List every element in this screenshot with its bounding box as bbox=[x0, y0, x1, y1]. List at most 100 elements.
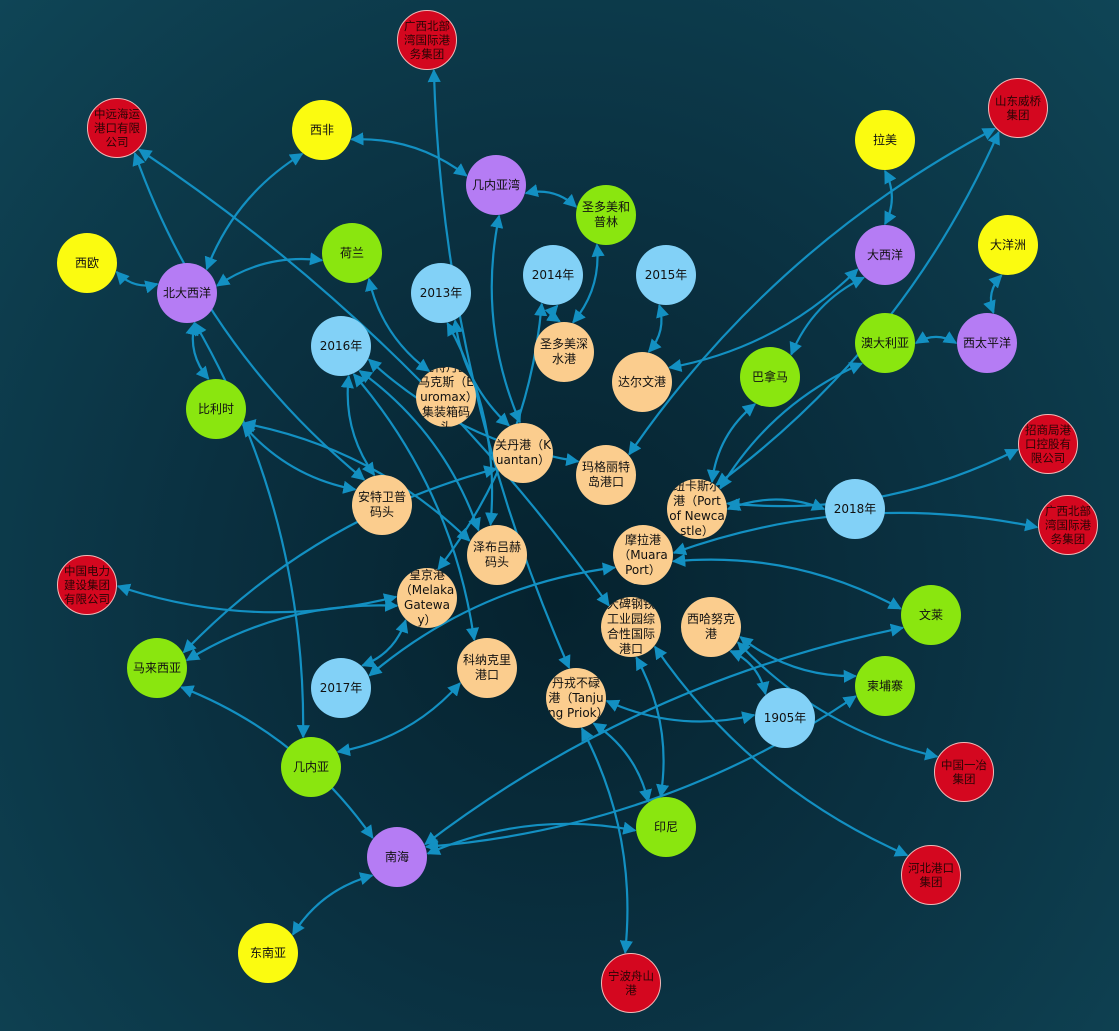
node-label: 柬埔寨 bbox=[866, 678, 903, 693]
node-hjg[interactable]: 皇京港（Melaka Gateway） bbox=[397, 568, 457, 628]
node-label: 马来西亚 bbox=[132, 660, 181, 675]
node-label: 几内亚湾 bbox=[471, 177, 520, 192]
node-dny[interactable]: 东南亚 bbox=[238, 923, 298, 983]
node-hbgk[interactable]: 河北港口集团 bbox=[901, 845, 961, 905]
node-label: 2016年 bbox=[319, 338, 363, 353]
node-dewg[interactable]: 达尔文港 bbox=[612, 352, 672, 412]
node-sdmhpl[interactable]: 圣多美和普林 bbox=[576, 185, 636, 245]
node-mlxy[interactable]: 马来西亚 bbox=[127, 638, 187, 698]
node-label: 2013年 bbox=[419, 285, 463, 300]
node-y2016[interactable]: 2016年 bbox=[311, 316, 371, 376]
edge-xiou-bdxy bbox=[115, 270, 159, 294]
node-label: 南海 bbox=[384, 849, 409, 864]
node-label: 皇京港（Melaka Gateway） bbox=[399, 568, 455, 627]
node-label: 2018年 bbox=[833, 501, 877, 516]
edge-xifei-bdxy bbox=[204, 152, 304, 271]
node-label: 广西北部湾国际港务集团 bbox=[404, 19, 450, 61]
edge-hjg-y2017 bbox=[361, 619, 409, 668]
node-zblh[interactable]: 泽布吕赫码头 bbox=[467, 525, 527, 585]
node-zgyy[interactable]: 中国一冶集团 bbox=[934, 742, 994, 802]
node-mglt[interactable]: 玛格丽特岛港口 bbox=[576, 445, 636, 505]
node-label: 纽卡斯尔港（Port of Newcastle） bbox=[669, 479, 725, 538]
node-label: 关丹港（Kuantan） bbox=[495, 438, 551, 467]
node-label: 东南亚 bbox=[249, 945, 286, 960]
edge-hjg-mlxy bbox=[185, 598, 399, 662]
edge-nksr-sdwl bbox=[715, 130, 1000, 486]
node-helan[interactable]: 荷兰 bbox=[322, 223, 382, 283]
node-sdwl[interactable]: 山东威桥集团 bbox=[988, 78, 1048, 138]
node-bnm[interactable]: 巴拿马 bbox=[740, 347, 800, 407]
node-xtpy[interactable]: 西太平洋 bbox=[957, 313, 1017, 373]
node-xifei[interactable]: 西非 bbox=[292, 100, 352, 160]
node-label: 玛格丽特岛港口 bbox=[581, 460, 630, 489]
node-lamei[interactable]: 拉美 bbox=[855, 110, 915, 170]
node-emax[interactable]: 鹿特丹欧马克斯（Euromax）集装箱码头 bbox=[416, 367, 476, 427]
node-dyz[interactable]: 大洋洲 bbox=[978, 215, 1038, 275]
edge-gdg-mlxy bbox=[182, 465, 498, 654]
edge-nanhai-dny bbox=[291, 872, 374, 936]
edge-layer bbox=[115, 68, 1039, 954]
node-y1905[interactable]: 1905年 bbox=[755, 688, 815, 748]
node-jpz[interactable]: 柬埔寨 bbox=[855, 656, 915, 716]
node-dbgt[interactable]: 大碑钢铁工业园综合性国际港口 bbox=[601, 597, 661, 657]
node-zygkd[interactable]: 中远海运港口有限公司 bbox=[87, 98, 147, 158]
node-label: 摩拉港（Muara Port） bbox=[618, 532, 668, 577]
edge-knkl-jny bbox=[336, 682, 461, 757]
node-xhnk[interactable]: 西哈努克港 bbox=[681, 597, 741, 657]
node-nksr[interactable]: 纽卡斯尔港（Port of Newcastle） bbox=[667, 479, 727, 539]
node-nbzs[interactable]: 宁波舟山港 bbox=[601, 953, 661, 1013]
node-label: 比利时 bbox=[197, 401, 234, 416]
node-atwp[interactable]: 安特卫普码头 bbox=[352, 475, 412, 535]
node-gxbbw2[interactable]: 广西北部湾国际港务集团 bbox=[1038, 495, 1098, 555]
edge-nanhai-wenlai bbox=[424, 623, 905, 846]
edge-jnyw-gdg bbox=[490, 214, 522, 424]
edge-hjg-zgdl bbox=[116, 583, 398, 614]
edge-y2015-dewg bbox=[647, 303, 669, 353]
node-label: 圣多美和普林 bbox=[581, 200, 630, 229]
node-y2017[interactable]: 2017年 bbox=[311, 658, 371, 718]
node-yinni[interactable]: 印尼 bbox=[636, 797, 696, 857]
node-adl[interactable]: 澳大利亚 bbox=[855, 313, 915, 373]
node-blsh[interactable]: 比利时 bbox=[186, 379, 246, 439]
node-jny[interactable]: 几内亚 bbox=[281, 737, 341, 797]
node-label: 几内亚 bbox=[292, 759, 329, 774]
node-nanhai[interactable]: 南海 bbox=[367, 827, 427, 887]
edge-lamei-dxy bbox=[884, 169, 897, 226]
node-mlg[interactable]: 摩拉港（Muara Port） bbox=[613, 525, 673, 585]
edge-bdxy-helan bbox=[216, 252, 324, 287]
node-label: 西哈努克港 bbox=[686, 612, 735, 641]
node-xiou[interactable]: 西欧 bbox=[57, 233, 117, 293]
node-gxbbw1[interactable]: 广西北部湾国际港务集团 bbox=[397, 10, 457, 70]
node-label: 中远海运港口有限公司 bbox=[94, 107, 140, 149]
node-label: 2017年 bbox=[319, 680, 363, 695]
node-sdmss[interactable]: 圣多美深水港 bbox=[534, 322, 594, 382]
node-label: 中国电力建设集团有限公司 bbox=[64, 564, 110, 606]
edge-jnyw-sdmhpl bbox=[524, 184, 578, 208]
node-knkl[interactable]: 科纳克里港口 bbox=[457, 638, 517, 698]
node-gdg[interactable]: 关丹港（Kuantan） bbox=[493, 423, 553, 483]
node-zgdl[interactable]: 中国电力建设集团有限公司 bbox=[57, 555, 117, 615]
edge-y2014-sdmss bbox=[544, 304, 561, 323]
node-y2015[interactable]: 2015年 bbox=[636, 245, 696, 305]
node-zsj[interactable]: 招商局港口控股有限公司 bbox=[1018, 414, 1078, 474]
node-label: 文莱 bbox=[918, 607, 943, 622]
node-label: 广西北部湾国际港务集团 bbox=[1045, 504, 1091, 546]
node-y2014[interactable]: 2014年 bbox=[523, 245, 583, 305]
node-label: 宁波舟山港 bbox=[608, 969, 654, 997]
node-y2018[interactable]: 2018年 bbox=[825, 479, 885, 539]
edge-djbl-yinni bbox=[592, 722, 652, 803]
node-bdxy[interactable]: 北大西洋 bbox=[157, 263, 217, 323]
node-y2013[interactable]: 2013年 bbox=[411, 263, 471, 323]
node-label: 荷兰 bbox=[339, 245, 364, 260]
node-label: 澳大利亚 bbox=[860, 335, 909, 350]
node-label: 巴拿马 bbox=[751, 369, 788, 384]
node-label: 西太平洋 bbox=[962, 335, 1011, 350]
node-wenlai[interactable]: 文莱 bbox=[901, 585, 961, 645]
node-label: 河北港口集团 bbox=[908, 861, 954, 889]
node-jnyw[interactable]: 几内亚湾 bbox=[466, 155, 526, 215]
edge-y2016-atwp bbox=[340, 374, 376, 477]
node-djbl[interactable]: 丹戎不碌港（Tanjung Priok） bbox=[546, 668, 606, 728]
edge-bnm-nksr bbox=[706, 403, 757, 484]
node-dxy[interactable]: 大西洋 bbox=[855, 225, 915, 285]
edge-zygkd-atwp bbox=[132, 152, 366, 481]
